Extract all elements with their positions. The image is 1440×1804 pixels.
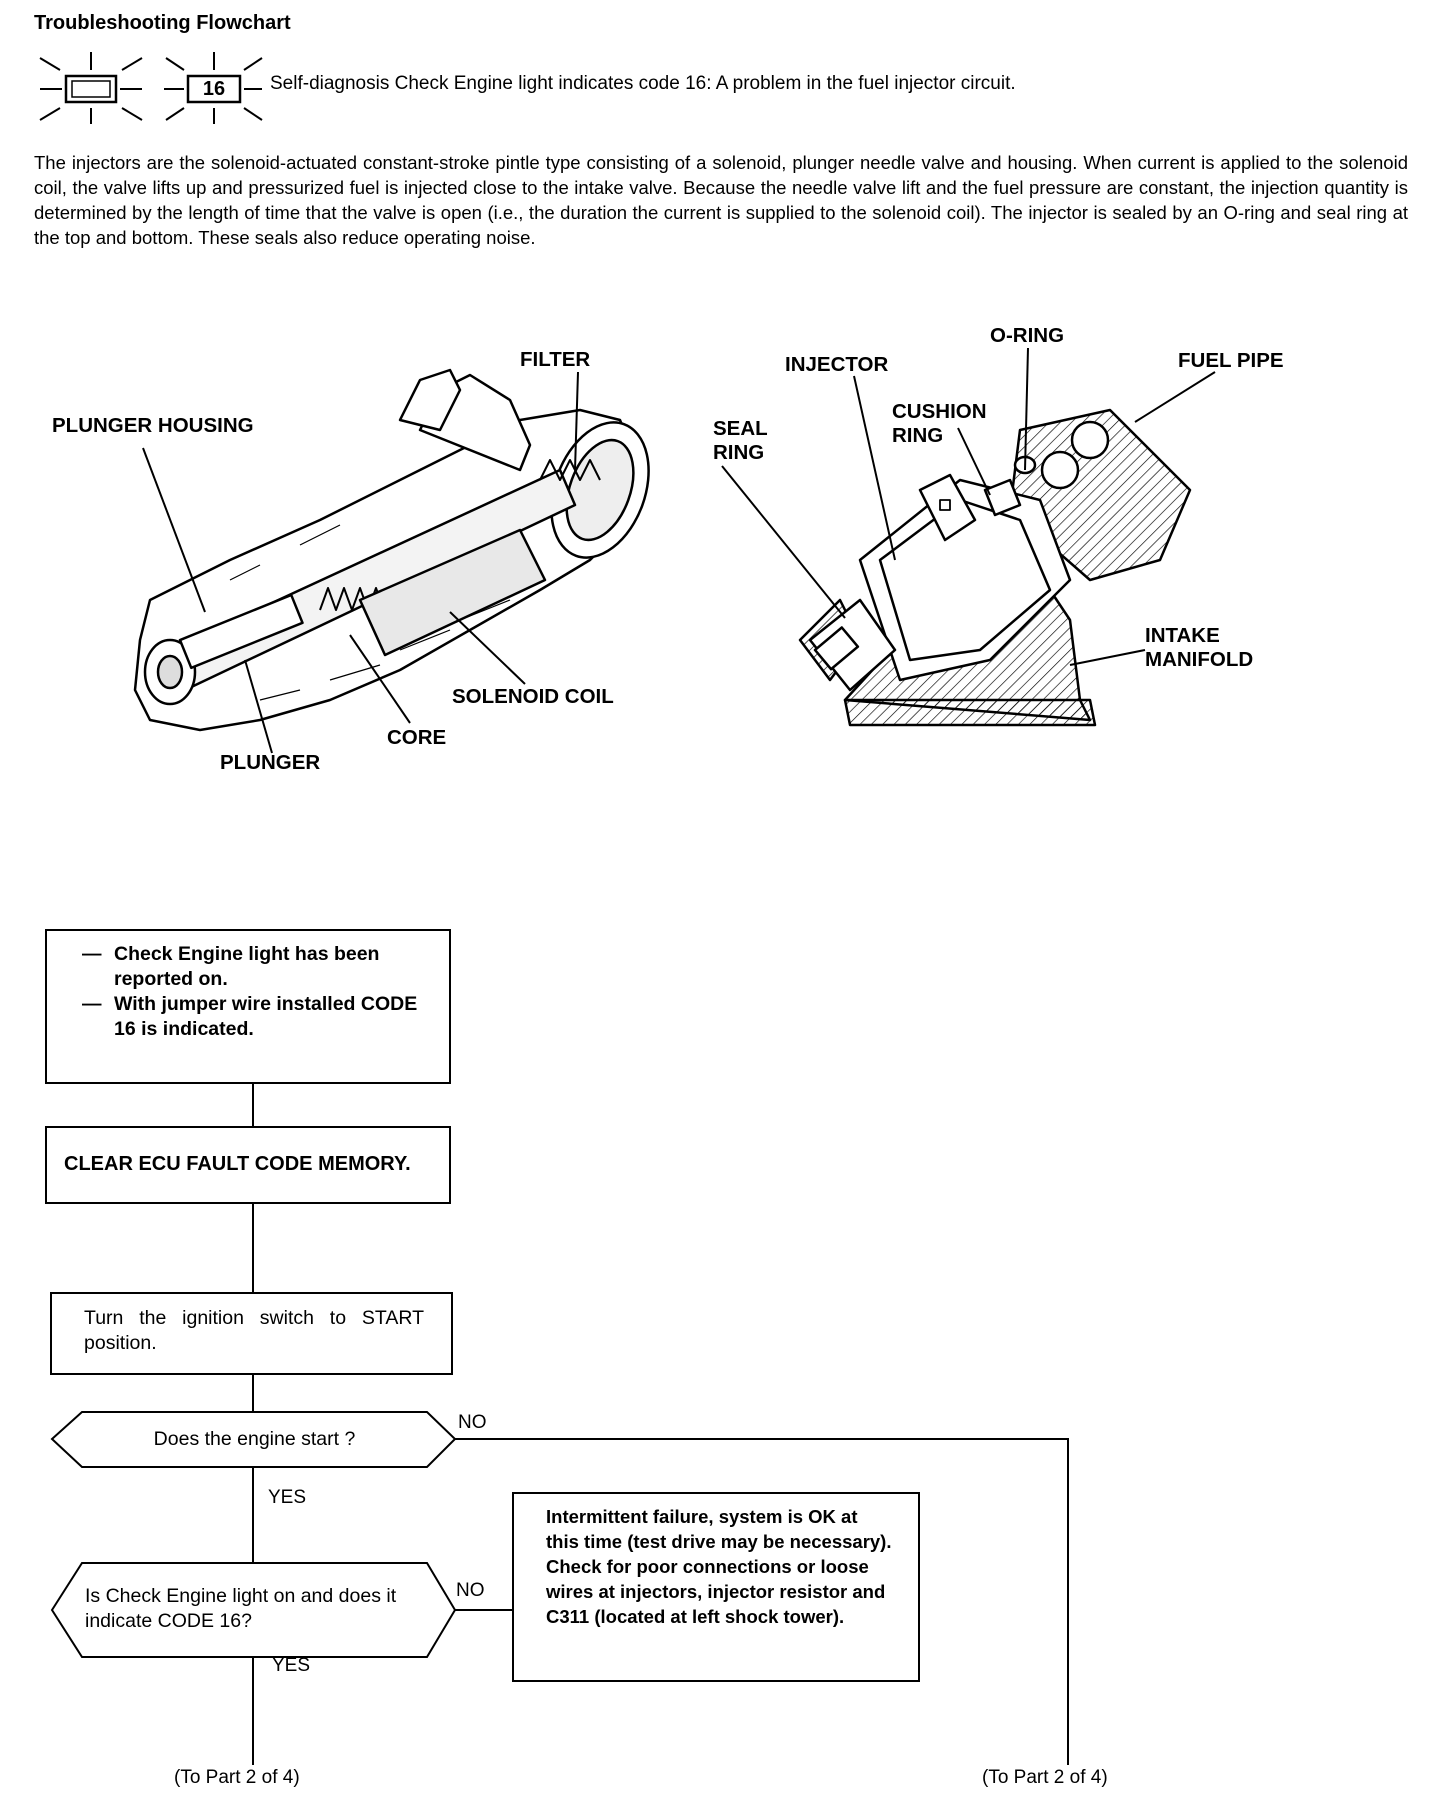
code-16-icon bbox=[164, 52, 263, 124]
page-title: Troubleshooting Flowchart bbox=[34, 12, 291, 34]
decision2-no-label: NO bbox=[456, 1580, 485, 1601]
decision2-text: Is Check Engine light on and does it ind… bbox=[85, 1585, 397, 1632]
start-item-2: With jumper wire installed CODE 16 is in… bbox=[114, 993, 418, 1040]
code-description: Self-diagnosis Check Engine light indica… bbox=[270, 73, 1016, 94]
list-dash: — bbox=[82, 993, 102, 1015]
start-box-text: — Check Engine light has been reported o… bbox=[82, 942, 422, 1042]
label-intake-manifold: INTAKE MANIFOLD bbox=[1145, 624, 1254, 671]
intro-paragraph: The injectors are the solenoid-actuated … bbox=[34, 152, 1408, 248]
decision2-shape bbox=[50, 1562, 457, 1658]
decision2-yes-label: YES bbox=[272, 1655, 311, 1676]
decision1-shape bbox=[50, 1411, 457, 1468]
label-cushion-ring: CUSHION RING bbox=[892, 400, 987, 447]
ignition-text: Turn the ignition switch to START positi… bbox=[84, 1307, 424, 1354]
check-engine-icon bbox=[39, 52, 143, 124]
label-filter: FILTER bbox=[520, 348, 591, 371]
decision1-yes-label: YES bbox=[268, 1487, 307, 1508]
clear-ecu-box bbox=[45, 1126, 451, 1204]
to-part-right: (To Part 2 of 4) bbox=[982, 1767, 1108, 1788]
start-box-item: — With jumper wire installed CODE 16 is … bbox=[82, 992, 422, 1042]
label-plunger-housing: PLUNGER HOUSING bbox=[52, 414, 254, 437]
start-item-1: Check Engine light has been reported on. bbox=[114, 943, 380, 990]
intermittent-result-text: Intermittent failure, system is OK at th… bbox=[546, 1506, 892, 1627]
decision1-text: Does the engine start ? bbox=[153, 1428, 356, 1450]
label-core: CORE bbox=[387, 726, 447, 749]
intermittent-result-box bbox=[512, 1492, 920, 1682]
code-badge: 16 bbox=[202, 78, 226, 100]
label-seal-ring: SEAL RING bbox=[713, 417, 768, 464]
start-box bbox=[45, 929, 451, 1084]
start-box-item: — Check Engine light has been reported o… bbox=[82, 942, 422, 992]
to-part-left: (To Part 2 of 4) bbox=[174, 1767, 300, 1788]
label-injector: INJECTOR bbox=[785, 353, 889, 376]
decision1-no-label: NO bbox=[458, 1412, 487, 1433]
label-fuel-pipe: FUEL PIPE bbox=[1178, 349, 1284, 372]
list-dash: — bbox=[82, 943, 102, 965]
clear-ecu-text: CLEAR ECU FAULT CODE MEMORY. bbox=[64, 1153, 411, 1175]
label-o-ring: O-RING bbox=[990, 324, 1065, 347]
ignition-box bbox=[50, 1292, 453, 1375]
label-plunger: PLUNGER bbox=[220, 751, 321, 774]
label-solenoid-coil: SOLENOID COIL bbox=[452, 685, 614, 708]
